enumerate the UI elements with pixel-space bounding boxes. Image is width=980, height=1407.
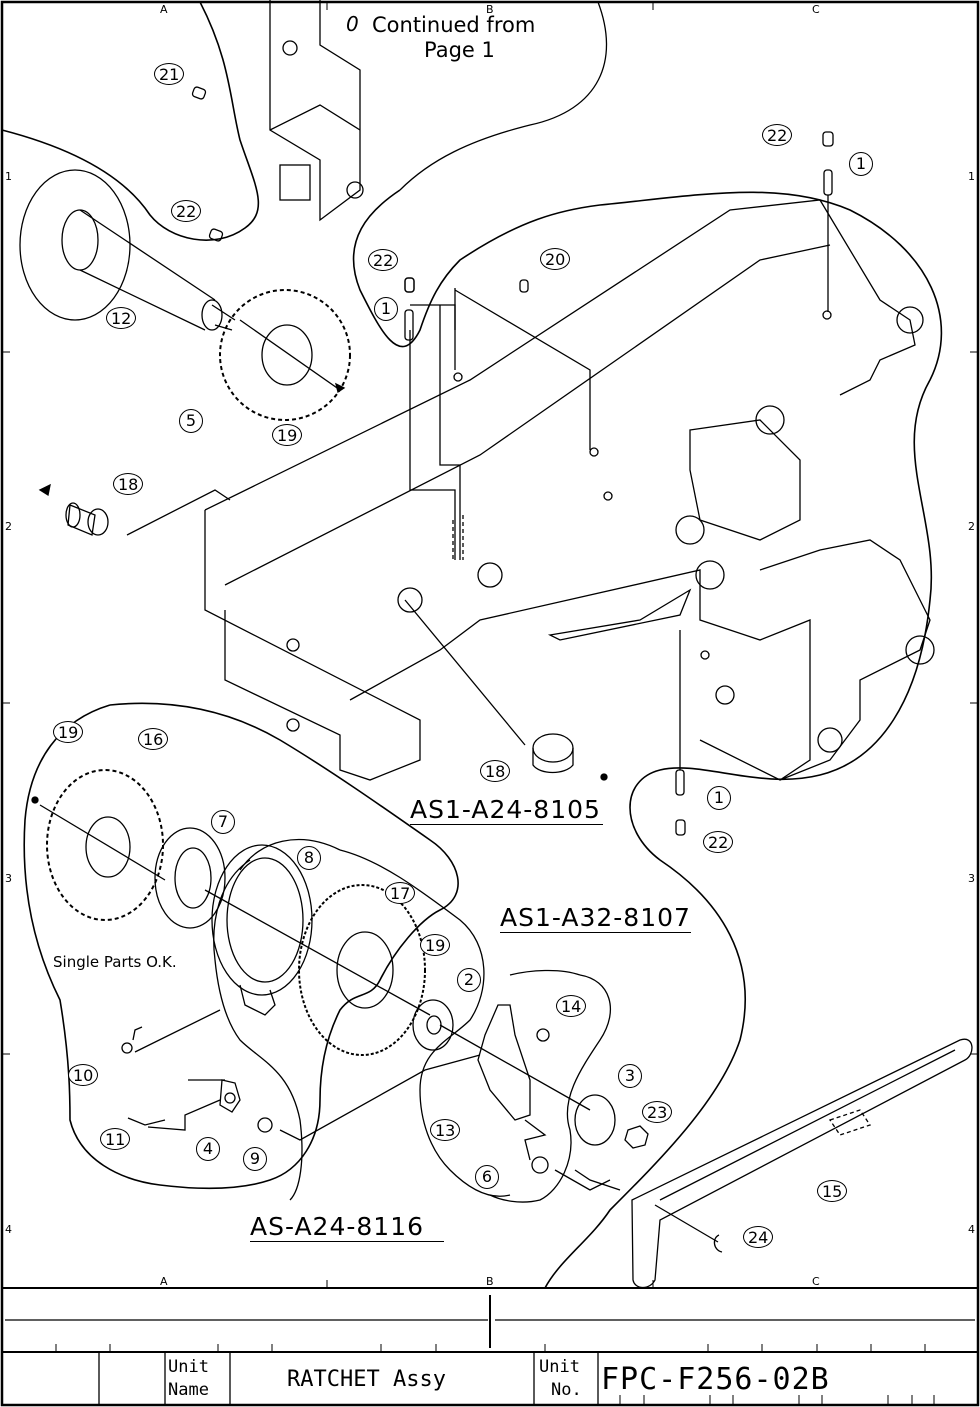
callout-balloon: 4: [196, 1137, 220, 1161]
grid-row-4-left: 4: [5, 1223, 12, 1236]
callout-balloon: 5: [179, 409, 203, 433]
grid-col-b-top: B: [486, 3, 494, 16]
unit-name-value: RATCHET Assy: [287, 1367, 446, 1392]
grid-col-a-bottom: A: [160, 1275, 168, 1288]
grid-row-2-right: 2: [968, 520, 975, 533]
grid-row-2-left: 2: [5, 520, 12, 533]
grid-row-3-left: 3: [5, 872, 12, 885]
assembly-code: AS1-A24-8105: [410, 795, 603, 825]
callout-balloon: 22: [703, 831, 734, 853]
grid-row-4-right: 4: [968, 1223, 975, 1236]
callout-balloon: 22: [171, 200, 202, 222]
assembly-code: AS1-A32-8107: [500, 903, 691, 933]
callout-balloon: 12: [106, 307, 137, 329]
unit-no-label-line1: Unit: [539, 1357, 580, 1377]
grid-col-c-bottom: C: [812, 1275, 820, 1288]
callout-balloon: 17: [385, 882, 416, 904]
callout-balloon: 3: [618, 1064, 642, 1088]
callout-balloon: 22: [368, 249, 399, 271]
grid-row-1-left: 1: [5, 170, 12, 183]
callout-balloon: 22: [762, 124, 793, 146]
callout-balloon: 11: [100, 1128, 131, 1150]
unit-name-label-line2: Name: [168, 1380, 209, 1400]
callout-balloon: 19: [420, 934, 451, 956]
callout-balloon: 9: [243, 1147, 267, 1171]
callout-balloon: 19: [53, 721, 84, 743]
callout-balloon: 10: [68, 1064, 99, 1086]
note-continued-from: Continued from: [372, 13, 536, 37]
note-page: Page 1: [424, 38, 495, 62]
callout-balloon: 23: [642, 1101, 673, 1123]
callout-balloon: 13: [430, 1119, 461, 1141]
callout-balloon: 20: [540, 248, 571, 270]
callout-balloon: 16: [138, 728, 169, 750]
unit-name-label-line1: Unit: [168, 1357, 209, 1377]
callout-balloon: 18: [113, 473, 144, 495]
grid-row-3-right: 3: [968, 872, 975, 885]
callout-balloon: 7: [211, 810, 235, 834]
callout-balloon: 1: [849, 152, 873, 176]
callout-balloon: 15: [817, 1180, 848, 1202]
callout-balloon: 8: [297, 846, 321, 870]
grid-row-1-right: 1: [968, 170, 975, 183]
callout-balloon: 24: [743, 1226, 774, 1248]
callout-balloon: 14: [556, 995, 587, 1017]
continuation-mark: 0: [346, 12, 359, 36]
unit-no-value: FPC-F256-02B: [601, 1362, 830, 1397]
callout-balloon: 19: [272, 424, 303, 446]
callout-balloon: 1: [707, 786, 731, 810]
callout-balloon: 1: [374, 297, 398, 321]
callout-balloon: 2: [457, 968, 481, 992]
note-single-parts: Single Parts O.K.: [53, 953, 177, 971]
unit-no-label-line2: No.: [551, 1380, 582, 1400]
callout-balloon: 6: [475, 1165, 499, 1189]
grid-col-b-bottom: B: [486, 1275, 494, 1288]
grid-col-c-top: C: [812, 3, 820, 16]
assembly-code: AS-A24-8116: [250, 1212, 445, 1242]
callout-balloon: 18: [480, 760, 511, 782]
grid-col-a-top: A: [160, 3, 168, 16]
callout-balloon: 21: [154, 63, 185, 85]
